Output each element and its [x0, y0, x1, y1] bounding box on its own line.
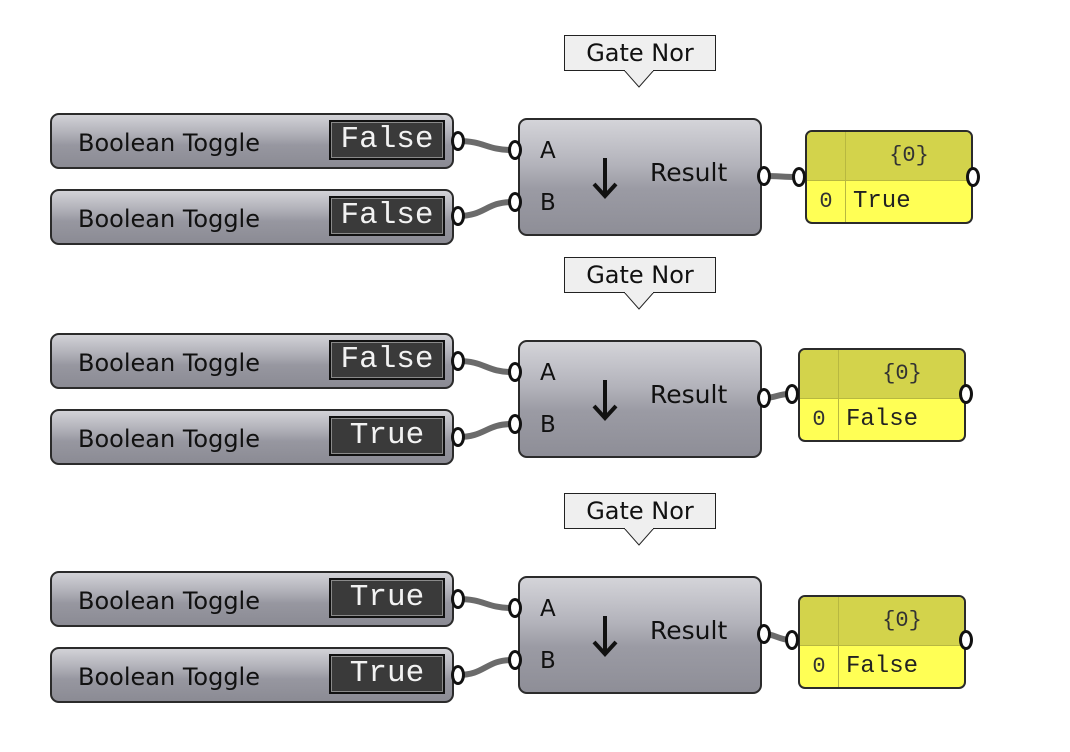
- output-port[interactable]: [451, 427, 465, 447]
- output-port[interactable]: [451, 206, 465, 226]
- gate-nor-component[interactable]: A B Result: [518, 340, 762, 458]
- wire-toggle-a-3: [455, 596, 515, 611]
- panel-branch-path: {0}: [889, 143, 929, 168]
- output-panel[interactable]: {0} 0 False: [798, 348, 966, 442]
- result-output-port[interactable]: [757, 624, 771, 644]
- input-a-port[interactable]: [508, 140, 522, 160]
- panel-input-port[interactable]: [785, 630, 799, 650]
- panel-item-value: False: [846, 406, 919, 433]
- output-port[interactable]: [451, 351, 465, 371]
- output-port[interactable]: [451, 589, 465, 609]
- toggle-value[interactable]: True: [329, 416, 445, 456]
- boolean-toggle[interactable]: Boolean Toggle True: [50, 647, 454, 703]
- boolean-toggle[interactable]: Boolean Toggle True: [50, 571, 454, 627]
- panel-input-port[interactable]: [792, 167, 806, 187]
- toggle-label: Boolean Toggle: [78, 349, 260, 377]
- input-a-label: A: [540, 596, 556, 622]
- panel-item-value: False: [846, 653, 919, 680]
- input-b-label: B: [540, 190, 556, 216]
- gate-nor-title: Gate Nor: [564, 493, 716, 529]
- input-a-label: A: [540, 138, 556, 164]
- input-a-port[interactable]: [508, 362, 522, 382]
- input-b-label: B: [540, 412, 556, 438]
- toggle-label: Boolean Toggle: [78, 425, 260, 453]
- toggle-label: Boolean Toggle: [78, 663, 260, 691]
- output-port[interactable]: [451, 665, 465, 685]
- gate-nor-label: Gate Nor: [564, 493, 716, 546]
- boolean-toggle[interactable]: Boolean Toggle False: [50, 189, 454, 245]
- panel-divider: [838, 350, 839, 440]
- input-b-label: B: [540, 648, 556, 674]
- gate-nor-component[interactable]: A B Result: [518, 118, 762, 236]
- panel-header: [807, 132, 971, 180]
- nor-arrow-icon: [592, 158, 618, 199]
- panel-divider: [800, 645, 964, 646]
- panel-item-index: 0: [812, 407, 826, 432]
- panel-item-value: True: [853, 188, 911, 215]
- panel-item-index: 0: [812, 654, 826, 679]
- panel-input-port[interactable]: [785, 384, 799, 404]
- panel-header: [800, 350, 964, 398]
- tooltip-pointer-icon: [624, 70, 654, 88]
- tooltip-pointer-icon: [624, 292, 654, 310]
- nor-arrow-icon: [592, 616, 618, 657]
- toggle-value[interactable]: False: [329, 340, 445, 380]
- gate-nor-title: Gate Nor: [564, 257, 716, 293]
- boolean-toggle[interactable]: Boolean Toggle False: [50, 113, 454, 169]
- panel-output-port[interactable]: [959, 384, 973, 404]
- wire-toggle-a-2: [455, 358, 515, 375]
- output-panel[interactable]: {0} 0 True: [805, 130, 973, 224]
- toggle-label: Boolean Toggle: [78, 205, 260, 233]
- wire-toggle-b-1: [455, 199, 515, 219]
- gate-nor-component[interactable]: A B Result: [518, 576, 762, 694]
- toggle-value[interactable]: False: [329, 120, 445, 160]
- wire-toggle-a-1: [455, 138, 515, 153]
- gate-nor-title: Gate Nor: [564, 35, 716, 71]
- output-result-label: Result: [650, 158, 728, 187]
- panel-divider: [838, 597, 839, 687]
- output-panel[interactable]: {0} 0 False: [798, 595, 966, 689]
- output-result-label: Result: [650, 616, 728, 645]
- output-result-label: Result: [650, 380, 728, 409]
- panel-divider: [845, 132, 846, 222]
- panel-output-port[interactable]: [959, 630, 973, 650]
- panel-header: [800, 597, 964, 645]
- gate-nor-label: Gate Nor: [564, 35, 716, 88]
- wire-toggle-b-2: [455, 421, 515, 440]
- gate-nor-label: Gate Nor: [564, 257, 716, 310]
- toggle-value[interactable]: True: [329, 654, 445, 694]
- result-output-port[interactable]: [757, 388, 771, 408]
- panel-branch-path: {0}: [882, 608, 922, 633]
- panel-divider: [807, 180, 971, 181]
- boolean-toggle[interactable]: Boolean Toggle True: [50, 409, 454, 465]
- input-a-label: A: [540, 360, 556, 386]
- result-output-port[interactable]: [757, 166, 771, 186]
- input-a-port[interactable]: [508, 598, 522, 618]
- input-b-port[interactable]: [508, 414, 522, 434]
- toggle-value[interactable]: True: [329, 578, 445, 618]
- output-port[interactable]: [451, 131, 465, 151]
- panel-output-port[interactable]: [966, 167, 980, 187]
- input-b-port[interactable]: [508, 192, 522, 212]
- toggle-value[interactable]: False: [329, 196, 445, 236]
- wire-toggle-b-3: [455, 657, 515, 678]
- boolean-toggle[interactable]: Boolean Toggle False: [50, 333, 454, 389]
- toggle-label: Boolean Toggle: [78, 587, 260, 615]
- nor-arrow-icon: [592, 380, 618, 421]
- panel-branch-path: {0}: [882, 361, 922, 386]
- toggle-label: Boolean Toggle: [78, 129, 260, 157]
- panel-divider: [800, 398, 964, 399]
- tooltip-pointer-icon: [624, 528, 654, 546]
- panel-item-index: 0: [819, 189, 833, 214]
- input-b-port[interactable]: [508, 650, 522, 670]
